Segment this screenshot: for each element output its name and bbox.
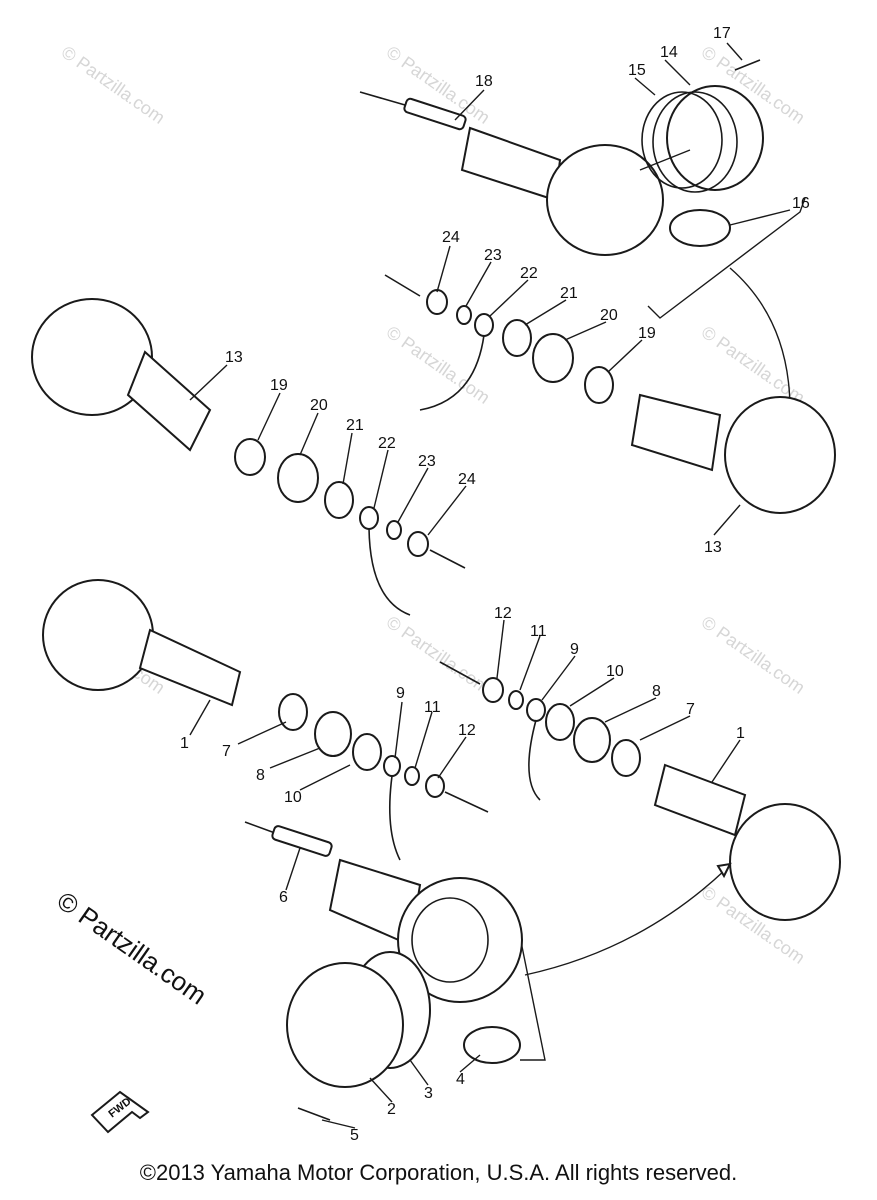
callout-17: 17 <box>713 25 731 42</box>
callout-2: 2 <box>387 1101 396 1118</box>
callout-12: 12 <box>494 605 512 622</box>
watermark: © Partzilla.com <box>58 42 169 128</box>
callout-9: 9 <box>570 641 579 658</box>
top-rear-signal <box>359 59 764 256</box>
callout-6: 6 <box>279 889 288 906</box>
assembly-arrow <box>729 267 791 411</box>
callout-1: 1 <box>180 735 189 752</box>
copyright-footer: ©2013 Yamaha Motor Corporation, U.S.A. A… <box>139 1160 738 1185</box>
callout-19: 19 <box>270 377 288 394</box>
callout-8: 8 <box>652 683 661 700</box>
callout-14: 14 <box>660 44 678 61</box>
arrow-head <box>716 862 732 879</box>
callout-10: 10 <box>606 663 624 680</box>
callout-9: 9 <box>396 685 405 702</box>
callout-5: 5 <box>350 1127 359 1144</box>
callout-21: 21 <box>346 417 364 434</box>
lower-front-signal <box>244 821 523 1121</box>
callout-3: 3 <box>424 1085 433 1102</box>
watermark-large: © Partzilla.com <box>52 885 213 1010</box>
callout-23: 23 <box>484 247 502 264</box>
callout-7: 7 <box>222 743 231 760</box>
callout-4: 4 <box>456 1071 465 1088</box>
assembly-bracket <box>647 197 806 319</box>
callout-15: 15 <box>628 62 646 79</box>
callout-7: 7 <box>686 701 695 718</box>
callout-19: 19 <box>638 325 656 342</box>
callout-numbers: 17 14 15 18 16 24 23 22 21 20 19 13 13 1… <box>180 25 810 1144</box>
watermark: © Partzilla.com <box>698 612 809 698</box>
callout-23: 23 <box>418 453 436 470</box>
callout-24: 24 <box>458 471 476 488</box>
callout-20: 20 <box>310 397 328 414</box>
callout-10: 10 <box>284 789 302 806</box>
watermark: © Partzilla.com <box>698 322 809 408</box>
callout-13: 13 <box>225 349 243 366</box>
middle-left-signal <box>42 579 489 861</box>
callout-22: 22 <box>520 265 538 282</box>
callout-12: 12 <box>458 722 476 739</box>
callout-24: 24 <box>442 229 460 246</box>
callout-1: 1 <box>736 725 745 742</box>
callout-11: 11 <box>530 623 547 640</box>
callout-13: 13 <box>704 539 722 556</box>
callout-11: 11 <box>424 699 441 716</box>
callout-16: 16 <box>792 195 810 212</box>
middle-right-signal <box>439 661 841 921</box>
callout-8: 8 <box>256 767 265 784</box>
assembly-arrow <box>524 869 726 976</box>
watermark-group: © Partzilla.com © Partzilla.com © Partzi… <box>52 42 809 1011</box>
callout-22: 22 <box>378 435 396 452</box>
callout-20: 20 <box>600 307 618 324</box>
callout-21: 21 <box>560 285 578 302</box>
upper-right-signal <box>384 274 836 514</box>
leader-lines <box>189 42 791 1129</box>
fwd-arrow: FWD <box>90 1090 150 1134</box>
callout-18: 18 <box>475 73 493 90</box>
upper-left-signal <box>31 298 466 616</box>
